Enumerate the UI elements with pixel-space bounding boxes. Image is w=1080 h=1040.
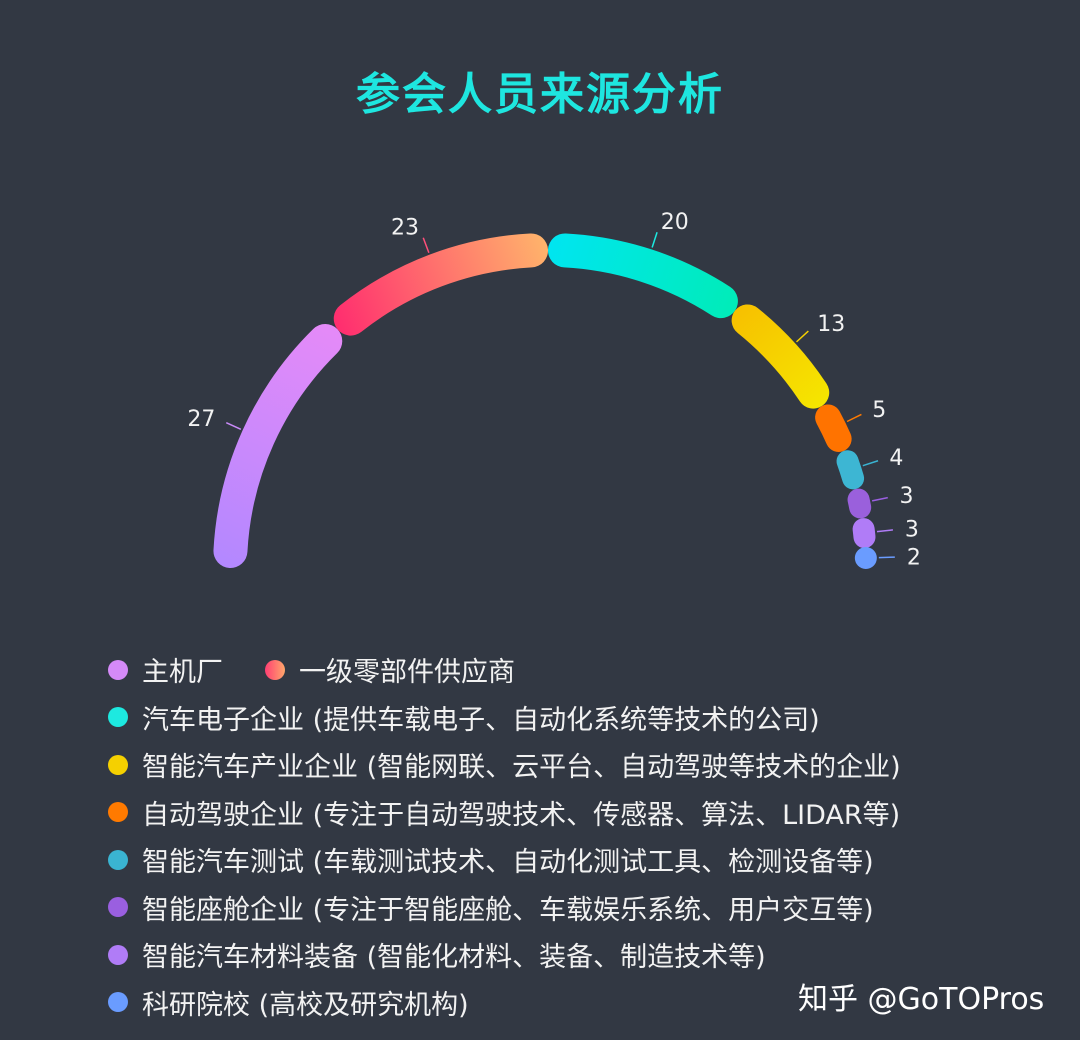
data-label: 20: [661, 210, 689, 235]
legend-dot-icon: [108, 802, 128, 823]
legend-dot-icon: [108, 944, 128, 965]
legend-label: 主机厂: [142, 657, 223, 689]
data-label: 5: [872, 398, 886, 423]
segment-1[interactable]: [333, 233, 549, 336]
legend-dot-icon: [108, 897, 128, 918]
legend-row: 主机厂 一级零部件供应商: [108, 646, 1008, 694]
segment-5[interactable]: [836, 450, 865, 490]
segment-0[interactable]: [213, 324, 343, 569]
legend-label: 智能汽车测试 (车载测试技术、自动化测试工具、检测设备等): [142, 847, 874, 879]
legend-dot-icon: [265, 659, 285, 680]
legend-label: 科研院校 (高校及研究机构): [142, 989, 469, 1021]
data-label: 3: [905, 518, 919, 543]
segment-7[interactable]: [852, 518, 876, 549]
legend-item-smart-auto-testing[interactable]: 智能汽车测试 (车载测试技术、自动化测试工具、检测设备等): [108, 840, 874, 879]
segment-6[interactable]: [847, 488, 872, 519]
legend-row: 自动驾驶企业 (专注于自动驾驶技术、传感器、算法、LIDAR等): [108, 789, 1008, 837]
legend-dot-icon: [108, 754, 128, 775]
data-label: 2: [907, 546, 921, 571]
segment-2[interactable]: [547, 233, 738, 319]
data-label: 13: [817, 312, 845, 337]
legend-row: 智能座舱企业 (专注于智能座舱、车载娱乐系统、用户交互等): [108, 884, 1008, 932]
legend-item-auto-electronics[interactable]: 汽车电子企业 (提供车载电子、自动化系统等技术的公司): [108, 698, 820, 737]
legend-dot-icon: [108, 849, 128, 870]
data-label: 23: [391, 216, 419, 241]
legend-item-autonomous-driving[interactable]: 自动驾驶企业 (专注于自动驾驶技术、传感器、算法、LIDAR等): [108, 793, 900, 832]
legend-item-tier1-supplier[interactable]: 一级零部件供应商: [265, 650, 515, 689]
legend-dot-icon: [108, 992, 128, 1013]
legend-label: 汽车电子企业 (提供车载电子、自动化系统等技术的公司): [142, 704, 820, 736]
data-label: 27: [187, 407, 215, 432]
legend-row: 科研院校 (高校及研究机构): [108, 979, 1008, 1027]
legend-row: 智能汽车材料装备 (智能化材料、装备、制造技术等): [108, 931, 1008, 979]
legend-label: 智能座舱企业 (专注于智能座舱、车载娱乐系统、用户交互等): [142, 894, 874, 926]
watermark: 知乎 @GoTOPros: [798, 982, 1045, 1017]
data-label: 3: [900, 484, 914, 509]
legend-item-oem[interactable]: 主机厂: [108, 650, 223, 689]
legend-label: 自动驾驶企业 (专注于自动驾驶技术、传感器、算法、LIDAR等): [142, 799, 901, 831]
legend-row: 智能汽车产业企业 (智能网联、云平台、自动驾驶等技术的企业): [108, 741, 1008, 789]
legend-dot-icon: [108, 707, 128, 728]
chart-data-labels: 27 23 20 13 54 3 3 2: [187, 210, 920, 571]
legend-item-research-institutes[interactable]: 科研院校 (高校及研究机构): [108, 983, 469, 1022]
legend-item-smart-cockpit[interactable]: 智能座舱企业 (专注于智能座舱、车载娱乐系统、用户交互等): [108, 888, 874, 927]
legend-row: 智能汽车测试 (车载测试技术、自动化测试工具、检测设备等): [108, 836, 1008, 884]
chart-segments: [213, 233, 877, 570]
legend-item-materials-equipment[interactable]: 智能汽车材料装备 (智能化材料、装备、制造技术等): [108, 935, 766, 974]
chart-title: 参会人员来源分析: [356, 69, 724, 120]
legend-label: 智能汽车产业企业 (智能网联、云平台、自动驾驶等技术的企业): [142, 752, 901, 784]
segment-3[interactable]: [731, 304, 830, 409]
legend-item-smart-auto-industry[interactable]: 智能汽车产业企业 (智能网联、云平台、自动驾驶等技术的企业): [108, 745, 901, 784]
chart-legend: 主机厂 一级零部件供应商 汽车电子企业 (提供车载电子、自动化系统等技术的公司)…: [108, 646, 1008, 1026]
data-label: 4: [889, 446, 903, 471]
legend-row: 汽车电子企业 (提供车载电子、自动化系统等技术的公司): [108, 694, 1008, 742]
segment-4[interactable]: [815, 404, 852, 452]
legend-label: 一级零部件供应商: [299, 657, 515, 689]
legend-label: 智能汽车材料装备 (智能化材料、装备、制造技术等): [142, 942, 766, 974]
half-ring-chart: 27 23 20 13 54 3 3 2: [187, 210, 920, 571]
legend-dot-icon: [108, 659, 128, 680]
